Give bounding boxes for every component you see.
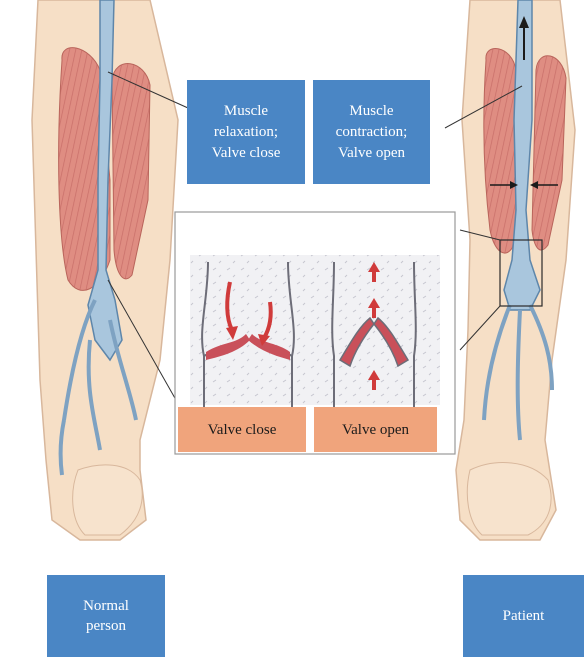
normal-leg-foot xyxy=(73,465,143,535)
valve-close-label: Valve close xyxy=(178,407,306,452)
patient-label: Patient xyxy=(463,575,584,657)
valve-open-label: Valve open xyxy=(314,407,437,452)
patient-leg-muscle xyxy=(484,49,518,254)
muscle-relaxation-label: Muscle relaxation; Valve close xyxy=(187,80,305,184)
muscle-contraction-label: Muscle contraction; Valve open xyxy=(313,80,430,184)
normal-person-label: Normal person xyxy=(47,575,165,657)
patient-leg xyxy=(456,0,575,540)
normal-leg xyxy=(32,0,178,540)
patient-leg-foot xyxy=(467,463,551,535)
